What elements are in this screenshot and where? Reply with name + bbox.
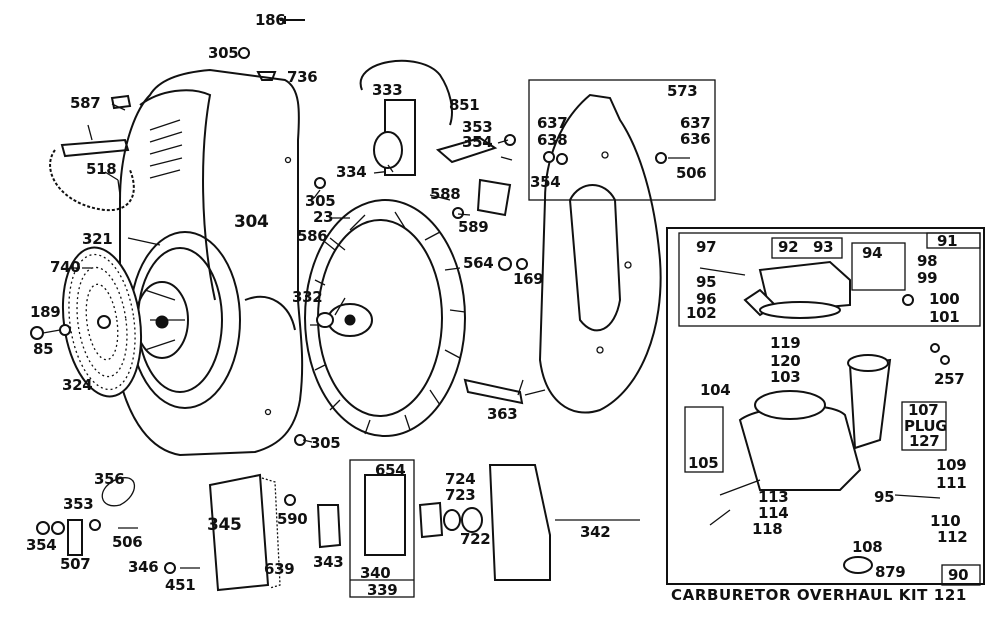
starter-cup: [129, 231, 241, 409]
callout-637-left: 637: [537, 114, 568, 132]
callout-98: 98: [917, 252, 938, 270]
callout-104: 104: [700, 381, 731, 399]
callout-345: 345: [207, 515, 242, 535]
callout-95-top: 95: [696, 273, 717, 291]
callout-564: 564: [463, 254, 494, 272]
callout-305-bottom: 305: [310, 434, 341, 452]
callout-110: 110: [930, 512, 961, 530]
callout-113: 113: [758, 488, 789, 506]
callout-638: 638: [537, 131, 568, 149]
callout-119: 119: [770, 334, 801, 352]
callout-169: 169: [513, 270, 544, 288]
callout-92: 92: [778, 238, 799, 256]
callout-353-top: 353: [462, 118, 493, 136]
callout-333: 333: [372, 81, 403, 99]
callout-332: 332: [292, 288, 323, 306]
callout-93: 93: [813, 238, 834, 256]
callout-304: 304: [234, 212, 269, 232]
callout-343: 343: [313, 553, 344, 571]
callout-105: 105: [688, 454, 719, 472]
callout-736: 736: [287, 68, 318, 86]
callout-108: 108: [852, 538, 883, 556]
callout-590: 590: [277, 510, 308, 528]
callout-114: 114: [758, 504, 789, 522]
callout-94: 94: [862, 244, 883, 262]
cylinder-baffle: [528, 79, 716, 414]
callout-321: 321: [82, 230, 113, 248]
callout-354-bottom: 354: [26, 536, 57, 554]
callout-342: 342: [580, 523, 611, 541]
callout-636: 636: [680, 130, 711, 148]
callout-plug: PLUG: [904, 417, 948, 435]
callout-724: 724: [445, 470, 476, 488]
callout-518: 518: [86, 160, 117, 178]
callout-127: 127: [909, 432, 940, 450]
starter-rope-handle: [49, 124, 135, 212]
bolts: [30, 16, 528, 446]
callout-363: 363: [487, 405, 518, 423]
callout-305-top: 305: [208, 44, 239, 62]
callout-588: 588: [430, 185, 461, 203]
callout-96: 96: [696, 290, 717, 308]
callout-97: 97: [696, 238, 717, 256]
callout-95-bottom: 95: [874, 488, 895, 506]
callout-85: 85: [33, 340, 54, 358]
carburetor-kit-title: CARBURETOR OVERHAUL KIT 121: [671, 586, 967, 604]
callout-186: 186: [255, 11, 286, 29]
callout-879: 879: [875, 563, 906, 581]
callout-90: 90: [948, 566, 969, 584]
callout-451: 451: [165, 576, 196, 594]
callout-573: 573: [667, 82, 698, 100]
callout-100: 100: [929, 290, 960, 308]
callout-189: 189: [30, 303, 61, 321]
callout-637-right: 637: [680, 114, 711, 132]
callout-103: 103: [770, 368, 801, 386]
callout-587: 587: [70, 94, 101, 112]
blower-housing: [119, 68, 304, 457]
link-bracket: [463, 378, 546, 405]
callout-353-bottom: 353: [63, 495, 94, 513]
callout-589: 589: [458, 218, 489, 236]
callout-346: 346: [128, 558, 159, 576]
callout-740: 740: [50, 258, 81, 276]
callout-506-top: 506: [676, 164, 707, 182]
flywheel-fan: [304, 199, 466, 437]
callout-111: 111: [936, 474, 967, 492]
callout-257: 257: [934, 370, 965, 388]
callout-356: 356: [94, 470, 125, 488]
callout-118: 118: [752, 520, 783, 538]
callout-639: 639: [264, 560, 295, 578]
callout-586: 586: [297, 227, 328, 245]
callout-107: 107: [908, 401, 939, 419]
callout-354-mid: 354: [530, 173, 561, 191]
callout-324: 324: [62, 376, 93, 394]
callout-354-top: 354: [462, 133, 493, 151]
callout-507: 507: [60, 555, 91, 573]
callout-112: 112: [937, 528, 968, 546]
callout-101: 101: [929, 308, 960, 326]
lower-parts: [36, 459, 640, 598]
carburetor-box: [666, 227, 985, 586]
callout-91: 91: [937, 232, 958, 250]
ignition-armature: [359, 59, 512, 217]
callout-722: 722: [460, 530, 491, 548]
callout-109: 109: [936, 456, 967, 474]
leader-lines: [82, 103, 524, 443]
callout-654: 654: [375, 461, 406, 479]
callout-120: 120: [770, 352, 801, 370]
callout-339: 339: [367, 581, 398, 599]
callout-102: 102: [686, 304, 717, 322]
callout-851: 851: [449, 96, 480, 114]
callout-506-bottom: 506: [112, 533, 143, 551]
callout-23: 23: [313, 208, 334, 226]
callout-305-mid: 305: [305, 192, 336, 210]
callout-340: 340: [360, 564, 391, 582]
callout-723: 723: [445, 486, 476, 504]
callout-334: 334: [336, 163, 367, 181]
callout-99: 99: [917, 269, 938, 287]
